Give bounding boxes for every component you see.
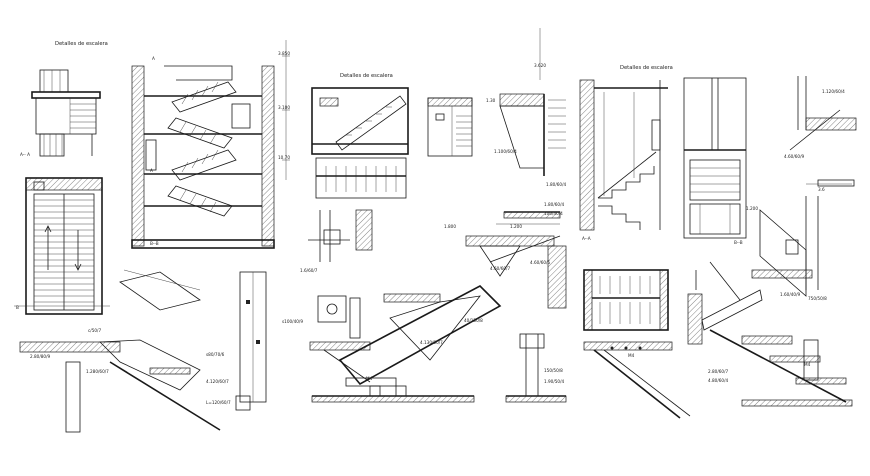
- level-label-1: 3.850: [278, 51, 290, 56]
- middle-stair-elevation: [311, 87, 409, 199]
- dimension-lines: 3.6 1.800 1.200 1.80/60/4: [444, 182, 852, 229]
- annotation-a1: 1.100/60/4: [494, 149, 517, 154]
- annotation-a30: 1.200: [746, 206, 758, 211]
- level-label-5: 1.30: [486, 98, 496, 103]
- annotation-a11: L=120/60/7: [206, 400, 231, 405]
- annotation-a14: 1.280/60/7: [86, 369, 109, 374]
- bolted-connection-detail: s80/70/6 4.120/60/7 L=120/60/7: [206, 271, 267, 411]
- section-mark-a-mid: A: [150, 168, 153, 173]
- annotation-a2: 1.80/60/4: [544, 202, 564, 207]
- annotation-a25: M4: [366, 376, 373, 381]
- annotation-a21: 3.6: [818, 187, 825, 192]
- plate-connection-center: 1.6/60/7 s100/40/9: [282, 209, 373, 339]
- annotation-a8: 4.120/60/7: [206, 379, 229, 384]
- annotation-a2b: 1.80/60/4: [546, 182, 566, 187]
- section-mark-bb: B--B: [150, 241, 159, 246]
- annotation-a24: 4.80/60/4: [708, 378, 728, 383]
- annotation-a18: 750/50/8: [808, 296, 827, 301]
- stair-plan-left: B: [14, 177, 110, 315]
- small-section-details: [427, 97, 473, 157]
- level-label-2: 3.100: [278, 105, 290, 110]
- plan-mark-left: B: [16, 305, 19, 310]
- section-mark-bb-right: B--B: [734, 240, 743, 245]
- connection-detail-top-right: 1.120/60/4 4.60/60/9 750/50/8: [759, 76, 857, 301]
- annotation-a3: 100/40/4: [544, 211, 563, 216]
- section-mark-aa-left: A-- A: [20, 152, 30, 157]
- title-detail-middle: Detalles de escalera: [340, 73, 393, 79]
- annotation-a16: 4.60/60/5: [530, 260, 550, 265]
- main-stair-section: A A B--B 3.850 3.100 10.70: [131, 40, 290, 249]
- right-stair-section: A--A: [579, 79, 668, 241]
- annotation-a22: 1.60/40/9: [780, 292, 800, 297]
- annotation-a13: 2.80/80/9: [30, 354, 50, 359]
- inclined-stringer-detail: 40/150/8 4.130/60/7 M4: [309, 285, 502, 403]
- section-mark-aa-right: A--A: [582, 236, 591, 241]
- right-elevation: B--B: [683, 77, 747, 245]
- annotation-a10: 4.130/60/7: [420, 340, 443, 345]
- annotation-a26: M4: [628, 353, 635, 358]
- annotation-a28: 1.200: [510, 224, 522, 229]
- level-label-4: 3.620: [534, 63, 546, 68]
- annotation-a12: 40/150/8: [464, 318, 483, 323]
- stringer-detail-bottom-left: 2.80/80/9 1.280/60/7 c/50/7: [19, 269, 221, 433]
- annotation-a6: s80/70/6: [206, 352, 225, 357]
- title-detail-left: Detalles de escalera: [55, 41, 108, 47]
- annotation-a4: 1.90/50/4: [544, 379, 564, 384]
- annotation-a17: 150/50/8: [544, 368, 563, 373]
- landing-beam-detail: 4.60/60/7 4.60/60/5 1.200: [465, 224, 567, 309]
- landing-section-detail: 3.620 1.30 1.100/60/4 1.80/60/4 100/40/4: [486, 28, 566, 219]
- annotation-a20: 4.60/60/9: [784, 154, 804, 159]
- annotation-a23: 2.80/60/7: [708, 369, 728, 374]
- annotation-a19: 1.120/60/4: [822, 89, 845, 94]
- annotation-a9: s100/40/9: [282, 319, 303, 324]
- annotation-a27: M4: [804, 362, 811, 367]
- annotation-a5: c/50/7: [88, 328, 101, 333]
- annotation-a7: 1.6/60/7: [300, 268, 318, 273]
- base-plate-detail: 150/50/8 1.90/50/4: [505, 333, 567, 403]
- stringer-detail-bottom-right: M4: [583, 341, 691, 419]
- annotation-a29: 1.800: [444, 224, 456, 229]
- elevation-detail-top-left: A-- A: [20, 69, 101, 157]
- column-stair-detail: 1.60/40/9 2.80/60/7 4.80/60/4 M4: [687, 261, 853, 407]
- stair-plan-right: [583, 269, 669, 331]
- section-mark-a-top: A: [152, 56, 155, 61]
- level-label-3: 10.70: [278, 155, 290, 160]
- title-detail-right: Detalles de escalera: [620, 65, 673, 71]
- annotation-a15: 4.60/60/7: [490, 266, 510, 271]
